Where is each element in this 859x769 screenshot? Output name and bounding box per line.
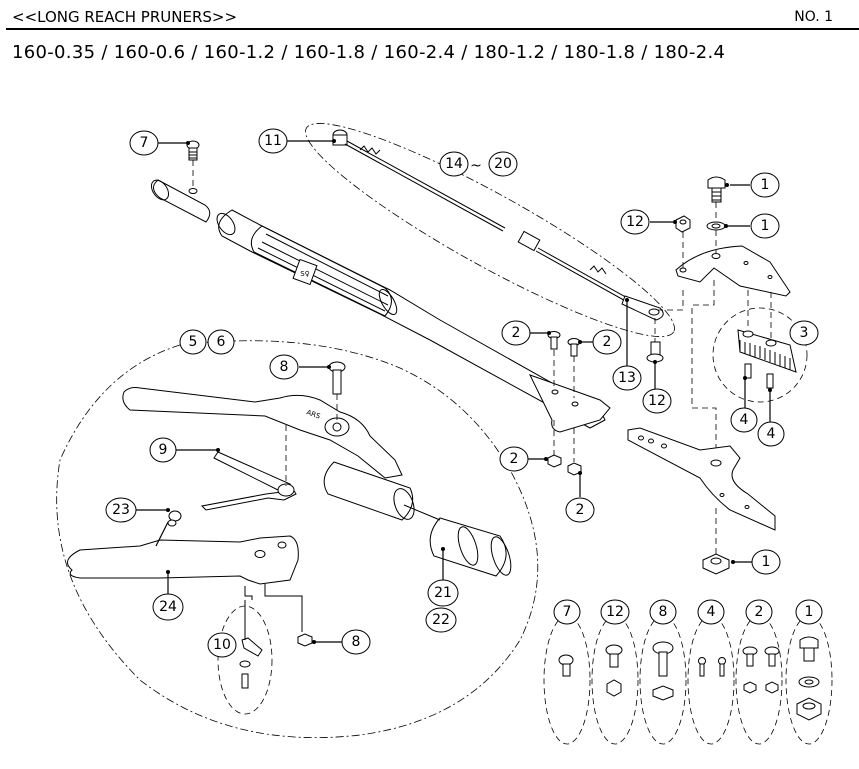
callout-10: 10: [207, 632, 237, 658]
callout-22: 22: [425, 607, 457, 633]
main-pole-tube: S♀: [216, 209, 606, 429]
callout-20: 20: [488, 151, 518, 177]
callout-4-right: 4: [757, 421, 785, 447]
header-rule: [6, 28, 859, 30]
svg-text:2: 2: [755, 604, 764, 620]
callout-11: 11: [258, 128, 288, 154]
model-list: 160-0.35 / 160-0.6 / 160-1.2 / 160-1.8 /…: [12, 42, 726, 63]
svg-text:23: 23: [112, 502, 130, 518]
callout-8-nut: 8: [341, 629, 371, 655]
callout-6: 6: [207, 329, 235, 355]
callout-3: 3: [789, 320, 819, 346]
svg-text:1: 1: [762, 554, 771, 570]
svg-text:1: 1: [761, 218, 770, 234]
svg-text:14: 14: [445, 156, 463, 172]
svg-text:8: 8: [280, 359, 289, 375]
kit-2: 2: [735, 599, 783, 745]
svg-text:3: 3: [800, 325, 809, 341]
callout-13: 13: [612, 365, 642, 391]
page-title: <<LONG REACH PRUNERS>>: [12, 8, 238, 26]
callout-24: 24: [152, 593, 184, 621]
svg-text:8: 8: [659, 604, 668, 620]
callout-9: 9: [149, 437, 177, 463]
pole-head-plate: [529, 374, 611, 433]
page-number: NO. 1: [794, 9, 833, 25]
alignment-guide: [691, 280, 717, 460]
hardware-kit-panel: 7 12 8 4 2: [543, 599, 833, 745]
svg-text:8: 8: [352, 634, 361, 650]
kit-8: 8: [639, 599, 687, 745]
kit-1: 1: [785, 599, 833, 745]
callout-2-upper-right: 2: [592, 329, 622, 355]
kit-12: 12: [591, 599, 639, 745]
callout-2-lower-right: 2: [565, 497, 595, 523]
pole-tube-top: [150, 179, 211, 223]
svg-text:11: 11: [264, 133, 282, 149]
kit-7: 7: [543, 599, 591, 745]
svg-text:6: 6: [217, 334, 226, 350]
svg-text:5: 5: [189, 334, 198, 350]
callout-12-bolt: 12: [642, 388, 672, 414]
svg-text:22: 22: [432, 612, 450, 628]
svg-text:20: 20: [494, 156, 512, 172]
svg-text:24: 24: [159, 599, 177, 615]
bolt-12: [646, 318, 664, 363]
bolt-1-top: [706, 176, 726, 254]
svg-text:12: 12: [648, 393, 666, 409]
svg-text:1: 1: [761, 177, 770, 193]
svg-text:4: 4: [707, 604, 716, 620]
svg-text:S♀: S♀: [300, 270, 310, 278]
svg-text:2: 2: [576, 502, 585, 518]
callout-1-washer: 1: [750, 213, 780, 239]
svg-text:21: 21: [434, 585, 452, 601]
callout-8-pin: 8: [269, 354, 299, 380]
callout-4-left: 4: [730, 407, 758, 433]
svg-text:1: 1: [805, 604, 814, 620]
callout-1-bolt: 1: [750, 172, 780, 198]
callout-2-upper-left: 2: [501, 320, 531, 346]
callout-23: 23: [105, 497, 137, 523]
svg-text:9: 9: [159, 442, 168, 458]
handle-assembly: ARS: [56, 340, 539, 739]
callout-2-lower-left: 2: [499, 446, 529, 472]
callout-5: 5: [179, 329, 207, 355]
svg-text:13: 13: [618, 370, 636, 386]
svg-text:12: 12: [606, 604, 624, 620]
screw-7: [186, 140, 200, 188]
svg-text:2: 2: [512, 325, 521, 341]
svg-text:4: 4: [740, 412, 749, 428]
svg-text:2: 2: [603, 334, 612, 350]
callout-21: 21: [427, 579, 459, 607]
kit-4: 4: [687, 599, 735, 745]
svg-text:4: 4: [767, 426, 776, 442]
cable-assembly: [305, 123, 675, 337]
svg-text:10: 10: [213, 637, 231, 653]
flange-nut-1: [702, 553, 730, 575]
svg-text:7: 7: [140, 135, 149, 151]
range-tilde: ~: [470, 158, 482, 174]
svg-text:12: 12: [626, 214, 644, 230]
lower-blade: [627, 427, 776, 556]
callout-1-nut: 1: [751, 549, 781, 575]
callout-12-nut: 12: [620, 209, 650, 235]
svg-text:2: 2: [510, 451, 519, 467]
callout-7: 7: [129, 130, 159, 156]
callout-14: 14: [439, 151, 469, 177]
svg-text:7: 7: [563, 604, 572, 620]
screws-2-upper: [547, 331, 582, 476]
anvil-3-group: [712, 290, 808, 403]
upper-blade: [675, 245, 791, 297]
nut-12: [656, 215, 691, 311]
